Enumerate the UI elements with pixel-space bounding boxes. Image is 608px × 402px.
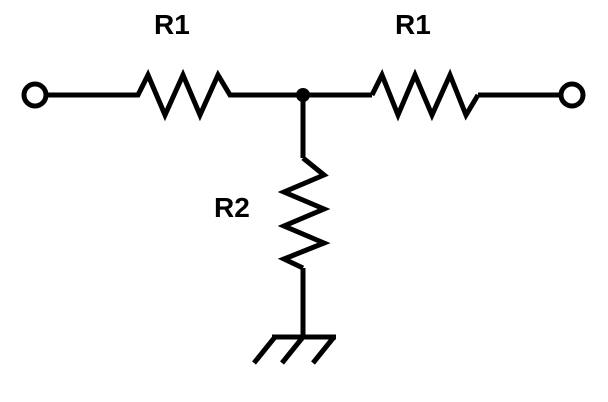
shunt-resistor-label: R2 — [214, 192, 250, 223]
right-resistor-r1 — [369, 68, 481, 122]
center-junction-dot — [296, 88, 310, 102]
left-resistor-label: R1 — [154, 9, 190, 40]
ground-hatch-3 — [311, 335, 336, 365]
output-terminal — [558, 81, 586, 109]
ground-hatch-1 — [252, 335, 277, 365]
ground-symbol — [252, 334, 336, 365]
ground-hatch-2 — [280, 335, 305, 365]
shunt-resistor-r2 — [277, 156, 331, 271]
right-resistor-label: R1 — [395, 9, 431, 40]
left-resistor-r1 — [128, 68, 240, 122]
input-terminal — [21, 81, 49, 109]
